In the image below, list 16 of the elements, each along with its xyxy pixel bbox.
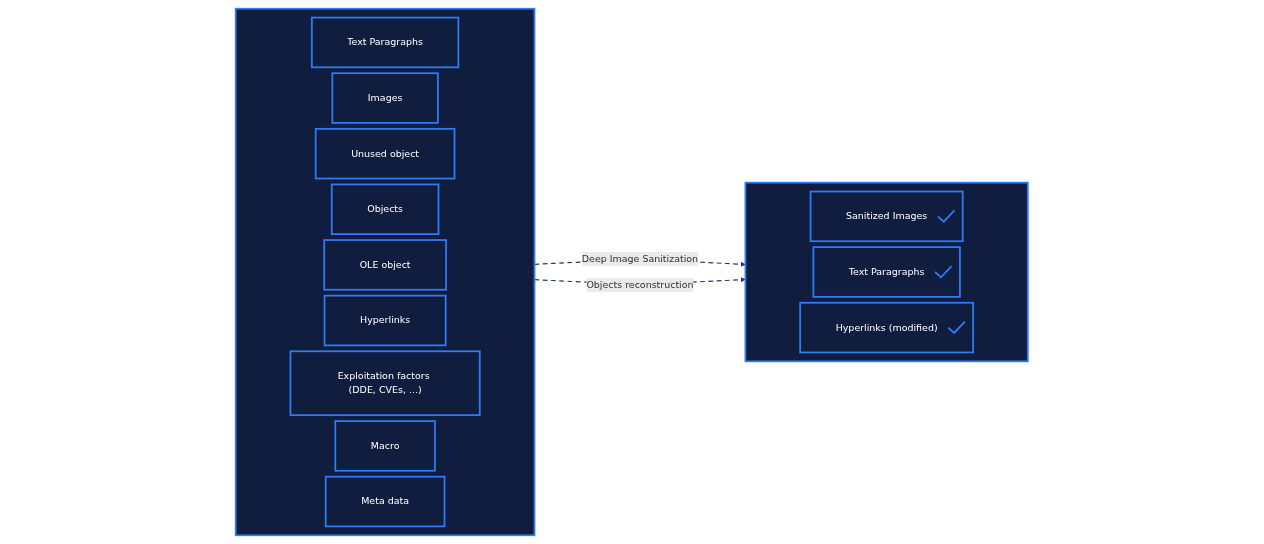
cluster [744,181,1029,363]
cluster [235,7,536,537]
node-box: Hyperlinks [323,294,447,347]
node-box: Objects [331,183,440,235]
node-box: Hyperlinks (modified) [799,301,975,354]
node-box: OLE object [323,239,448,291]
node-box: Text Paragraphs [311,16,460,69]
node-box: Meta data [325,475,446,528]
edge-label: Objects reconstruction [586,279,694,291]
node-box: Exploitation factors (DDE, CVEs, ...) [289,350,481,417]
node-box: Macro [334,420,437,472]
node-box: Text Paragraphs [812,246,961,298]
edge-label: Deep Image Sanitization [582,253,699,265]
node-box: Images [331,72,439,124]
node-box: Sanitized Images [809,190,964,243]
node-box: Unused object [315,127,456,180]
